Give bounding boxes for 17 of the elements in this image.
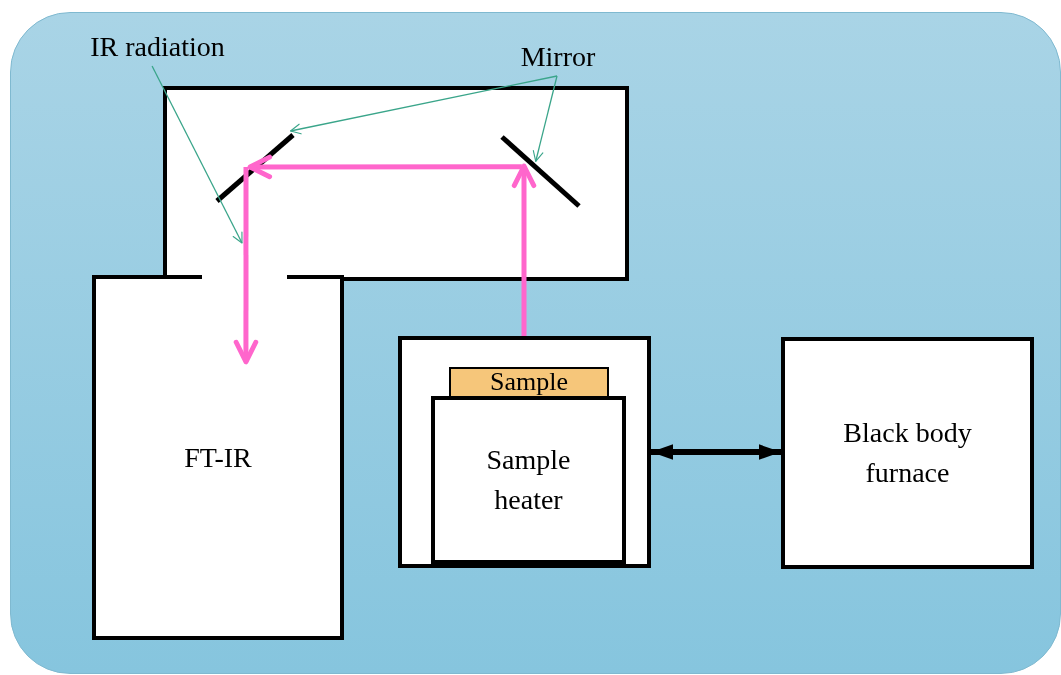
component-box: FT-IR [92,275,344,640]
leader-line [289,75,558,135]
mirror-line [217,135,293,201]
enclosure-box [163,86,629,281]
text-label: Mirror [508,40,608,76]
leader-line [151,65,243,244]
double-arrow [651,444,781,460]
beam-arrow [247,154,522,180]
leader-line [532,75,558,162]
enclosure-box [398,336,651,568]
sample-layer: Sample [449,367,609,398]
text-label: IR radiation [70,30,245,66]
mirror-line [502,137,579,206]
component-box: Black body furnace [781,337,1034,569]
beam-arrow [511,163,537,336]
component-box: Sample heater [431,396,626,564]
beam-arrow [233,166,259,365]
